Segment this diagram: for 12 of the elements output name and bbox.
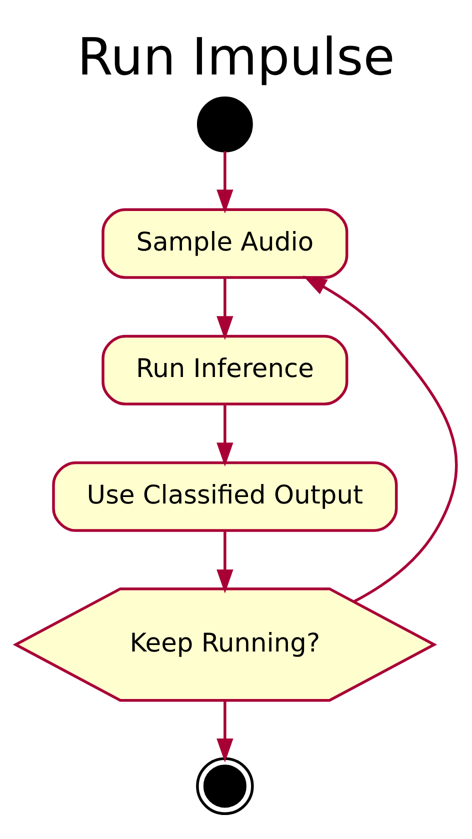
arrow [216,404,234,466]
node-box: Use Classified Output [52,460,398,532]
arrow [302,275,458,602]
arrow [216,277,234,340]
node-box: Run Inference [102,334,348,405]
node-circle [196,96,253,152]
node-box: Sample Audio [102,208,348,278]
arrow [216,530,234,593]
diagram-title: Run Impulse [77,27,395,88]
arrow [216,700,234,762]
arrow [216,150,234,213]
node-circle [196,756,254,815]
